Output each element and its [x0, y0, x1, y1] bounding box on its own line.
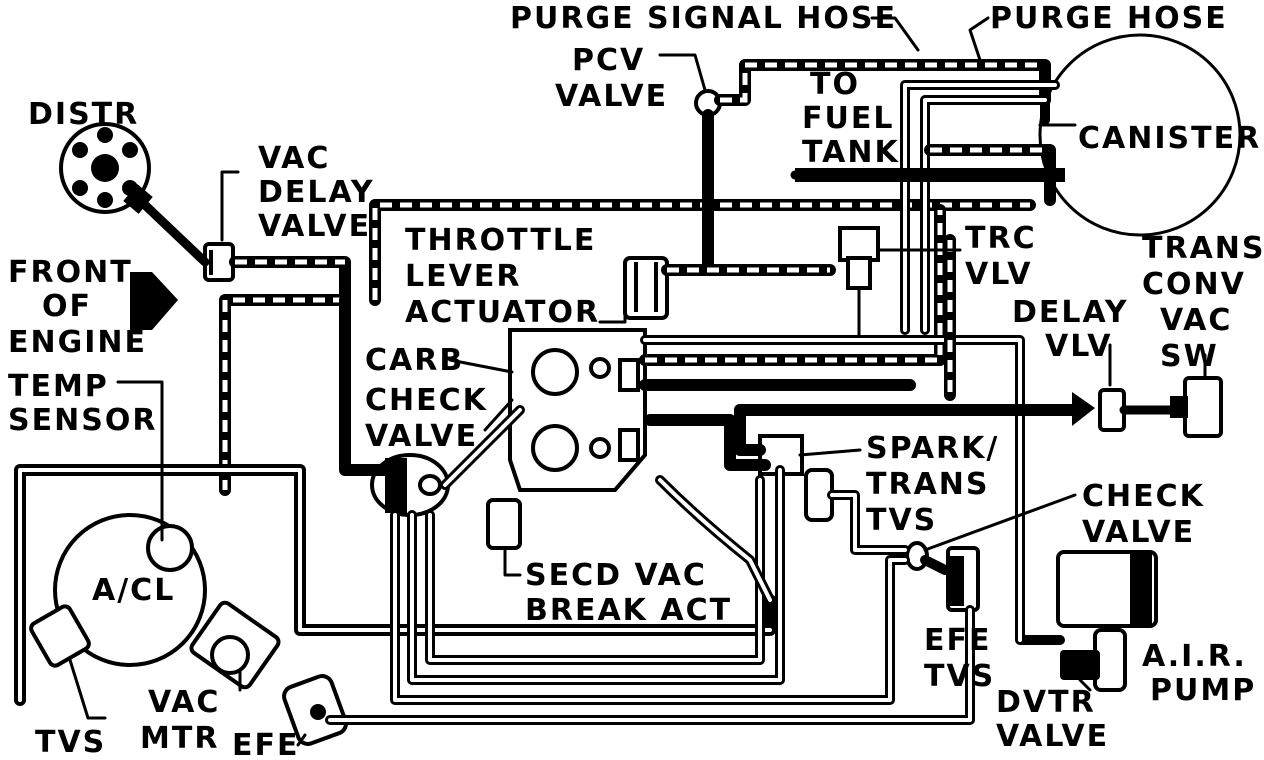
- air-pump: [1056, 550, 1158, 628]
- secd-vac-break-actuator: [486, 498, 522, 550]
- label-air-pump-2: PUMP: [1150, 673, 1256, 708]
- delay-valve: [1072, 388, 1126, 432]
- throttle-lever-actuator: [623, 256, 669, 320]
- label-temp-sensor-2: SENSOR: [8, 403, 157, 438]
- canister: [1038, 33, 1242, 237]
- label-to-fuel-tank-3: TANK: [802, 135, 900, 170]
- label-vac-mtr-2: MTR: [140, 721, 219, 756]
- label-secd-vac-break-act-1: SECD VAC: [525, 558, 707, 593]
- label-purge-hose: PURGE HOSE: [990, 1, 1228, 36]
- label-efe-tvs-1: EFE: [924, 623, 991, 658]
- label-dvtr-valve-1: DVTR: [996, 685, 1096, 720]
- label-front-of-engine-1: FRONT: [8, 255, 133, 290]
- label-temp-sensor-1: TEMP: [8, 369, 109, 404]
- label-trc-vlv-1: TRC: [965, 221, 1037, 256]
- label-pcv-valve-1: PCV: [572, 43, 645, 78]
- label-canister: CANISTER: [1078, 121, 1261, 156]
- label-purge-signal-hose: PURGE SIGNAL HOSE: [510, 1, 897, 36]
- label-throttle-lever-actuator-1: THROTTLE: [405, 223, 596, 258]
- label-to-fuel-tank-2: FUEL: [802, 101, 894, 136]
- label-vac-mtr-1: VAC: [148, 685, 220, 720]
- label-spark-trans-tvs-2: TRANS: [866, 467, 990, 502]
- label-distr: DISTR: [28, 97, 139, 132]
- efe-tvs: [946, 546, 980, 612]
- trans-conv-vac-switch: [1170, 376, 1223, 438]
- carburetor: [508, 328, 647, 492]
- label-tvs: TVS: [35, 725, 106, 760]
- label-throttle-lever-actuator-3: ACTUATOR: [405, 295, 600, 330]
- label-to-fuel-tank-1: TO: [810, 67, 860, 102]
- label-front-of-engine-2: OF: [42, 289, 92, 324]
- label-delay-vlv-2: VLV: [1045, 329, 1112, 364]
- vac-motor: [189, 600, 281, 690]
- label-spark-trans-tvs-3: TVS: [866, 503, 937, 538]
- distributor: [59, 122, 153, 214]
- tvs-left: [29, 604, 91, 668]
- front-arrow-icon: [130, 272, 178, 330]
- label-trc-vlv-2: VLV: [965, 257, 1032, 292]
- trc-valve: [838, 226, 880, 290]
- air-cleaner: [53, 513, 207, 667]
- efe-actuator: [282, 674, 348, 746]
- label-check-valve-left-2: VALVE: [365, 419, 478, 454]
- dvtr-valve: [1060, 628, 1127, 692]
- label-trans-conv-vac-sw-2: CONV: [1142, 267, 1246, 302]
- label-vac-delay-valve-3: VALVE: [258, 209, 371, 244]
- label-front-of-engine-3: ENGINE: [8, 325, 147, 360]
- label-dvtr-valve-2: VALVE: [996, 719, 1109, 754]
- label-spark-trans-tvs-1: SPARK/: [866, 431, 999, 466]
- label-check-valve-left-1: CHECK: [365, 383, 488, 418]
- label-check-valve-right-2: VALVE: [1082, 515, 1195, 550]
- label-secd-vac-break-act-2: BREAK ACT: [525, 593, 732, 628]
- label-vac-delay-valve-1: VAC: [258, 141, 330, 176]
- labels: DISTR VAC DELAY VALVE FRONT OF ENGINE TE…: [8, 1, 1264, 760]
- label-check-valve-right-1: CHECK: [1082, 479, 1205, 514]
- spark-trans-tvs: [758, 434, 834, 522]
- label-a-cl: A/CL: [92, 573, 175, 608]
- label-carb: CARB: [365, 343, 464, 378]
- label-trans-conv-vac-sw-4: SW: [1160, 339, 1219, 374]
- label-trans-conv-vac-sw-3: VAC: [1160, 303, 1232, 338]
- leader-lines: [68, 16, 1207, 747]
- label-efe: EFE: [232, 728, 299, 760]
- label-throttle-lever-actuator-2: LEVER: [405, 259, 521, 294]
- label-efe-tvs-2: TVS: [924, 659, 995, 694]
- label-trans-conv-vac-sw-1: TRANS: [1142, 231, 1264, 266]
- label-pcv-valve-2: VALVE: [555, 79, 668, 114]
- label-vac-delay-valve-2: DELAY: [258, 175, 375, 210]
- hoses: [14, 59, 1175, 725]
- label-air-pump-1: A.I.R.: [1142, 639, 1247, 674]
- label-delay-vlv-1: DELAY: [1012, 295, 1129, 330]
